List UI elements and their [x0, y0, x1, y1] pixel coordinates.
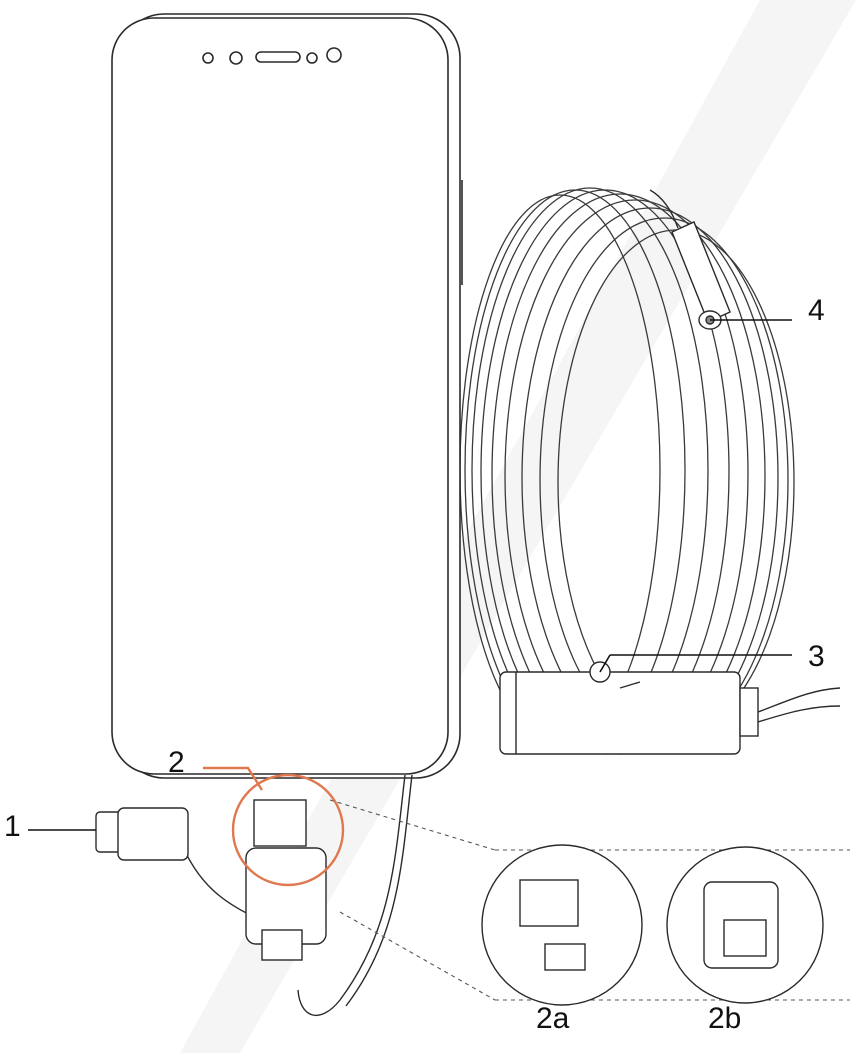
callout-4: 4 — [808, 294, 825, 327]
adapter-block — [245, 799, 327, 961]
phone — [111, 13, 463, 779]
callout-2a: 2a — [536, 1002, 570, 1035]
callout-1: 1 — [4, 810, 21, 843]
callout-2: 2 — [168, 746, 185, 779]
inset-2b — [666, 846, 824, 1004]
leader-lines — [28, 319, 792, 831]
inset-2a — [481, 844, 643, 1006]
camera-head — [649, 189, 731, 330]
usb-c-plug — [95, 807, 189, 861]
callout-2b: 2b — [708, 1002, 742, 1035]
highlight-circle — [203, 766, 345, 887]
control-box — [499, 661, 841, 755]
callout-3: 3 — [808, 640, 825, 673]
